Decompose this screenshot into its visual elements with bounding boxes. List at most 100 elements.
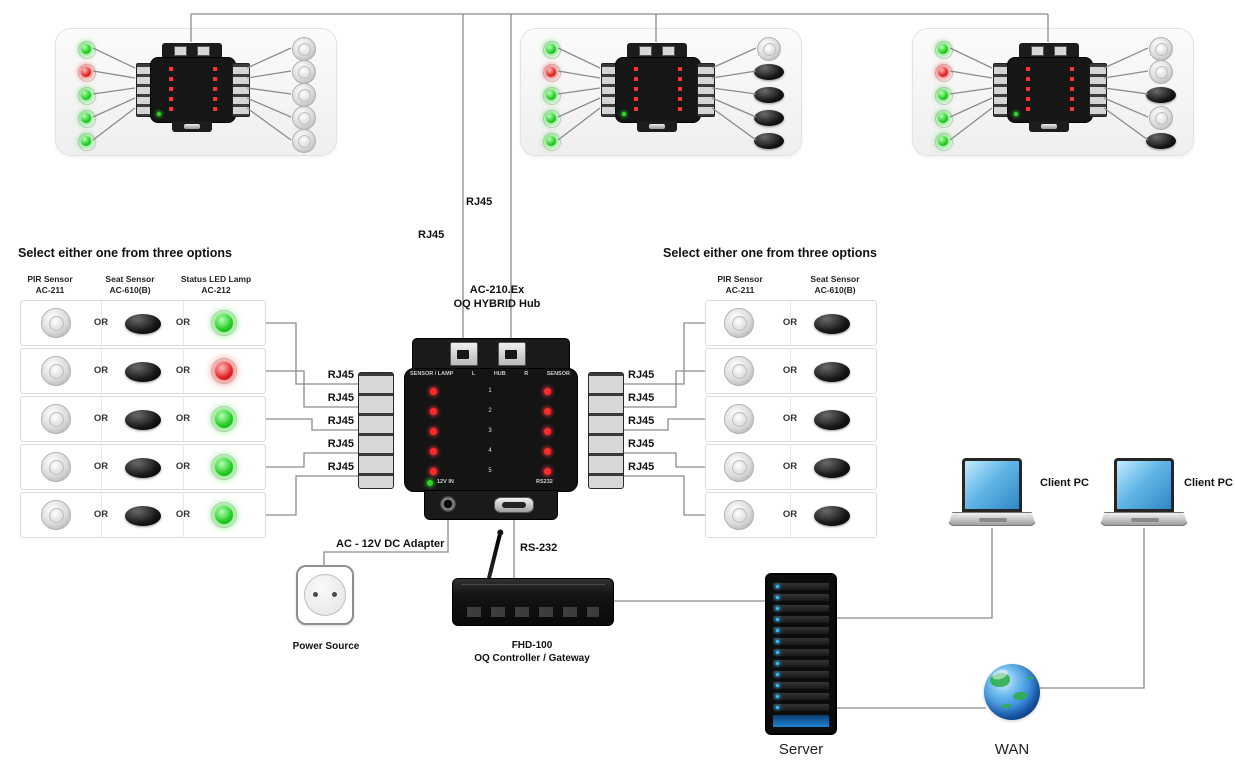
rj45-label: RJ45 — [628, 461, 655, 473]
channel-number: 1 — [488, 388, 492, 394]
column-header-pir: PIR Sensor AC-211 — [27, 274, 73, 296]
option-row: OR — [705, 396, 877, 442]
main-hub-face-labels: SENSOR / LAMP L HUB R SENSOR — [410, 371, 570, 377]
channel-led-icon — [544, 428, 551, 435]
or-label: OR — [169, 365, 197, 376]
panel-status-led-icon — [543, 133, 561, 151]
room-sensor-icon — [1149, 106, 1173, 130]
main-hub-uplink-bar — [412, 338, 570, 370]
option-row: OR OR — [20, 348, 266, 394]
mini-hub-bottom-ports — [172, 121, 212, 132]
rj45-label: RJ45 — [327, 438, 354, 450]
panel-status-led-icon — [543, 110, 561, 128]
column-header-pir: PIR Sensor AC-211 — [717, 274, 763, 296]
room-panel-3 — [912, 28, 1194, 156]
channel-number: 2 — [488, 408, 492, 414]
rj45-label: RJ45 — [628, 369, 655, 381]
rj45-label: RJ45 — [327, 415, 354, 427]
laptop-keyboard — [1100, 512, 1188, 526]
mini-hub-power-led-icon — [157, 112, 161, 116]
client-pc-label: Client PC — [1184, 477, 1233, 489]
panel-status-led-icon — [78, 64, 96, 82]
laptop-screen — [962, 458, 1022, 512]
or-label: OR — [169, 317, 197, 328]
option-row: OR OR — [20, 396, 266, 442]
channel-led-icon — [430, 428, 437, 435]
mini-hub-power-led-icon — [622, 112, 626, 116]
status-led-icon — [211, 502, 237, 528]
room-sensor-icon — [292, 106, 316, 130]
mini-hub-bottom-ports — [1029, 121, 1069, 132]
seat-sensor-icon — [125, 410, 161, 430]
room-sensor-icon — [754, 110, 784, 126]
channel-led-icon — [544, 408, 551, 415]
gateway-label: FHD-100 OQ Controller / Gateway — [474, 640, 590, 664]
seat-sensor-icon — [125, 362, 161, 382]
panel-status-led-icon — [935, 64, 953, 82]
room-panel-1 — [55, 28, 337, 156]
option-row: OR — [705, 348, 877, 394]
panel-status-led-icon — [543, 87, 561, 105]
client-pc-label: Client PC — [1040, 477, 1089, 489]
panel-status-led-icon — [935, 41, 953, 59]
antenna-icon — [486, 533, 503, 583]
room-sensor-icon — [292, 83, 316, 107]
channel-led-icon — [544, 468, 551, 475]
mini-hub-bottom-ports — [637, 121, 677, 132]
pir-sensor-icon — [41, 404, 71, 434]
or-label: OR — [169, 461, 197, 472]
panel-status-led-icon — [78, 41, 96, 59]
pir-sensor-icon — [724, 452, 754, 482]
channel-led-icon — [430, 468, 437, 475]
laptop-screen — [1114, 458, 1174, 512]
db9-serial-port-icon — [494, 497, 534, 513]
room-sensor-icon — [1149, 60, 1173, 84]
panel-status-led-icon — [78, 87, 96, 105]
mini-hub-power-led-icon — [1014, 112, 1018, 116]
mini-hub-body — [615, 57, 701, 123]
option-row: OR — [705, 444, 877, 490]
server-label: Server — [778, 741, 824, 758]
room-sensor-icon — [754, 87, 784, 103]
seat-sensor-icon — [814, 314, 850, 334]
seat-sensor-icon — [814, 362, 850, 382]
panel-status-led-icon — [935, 133, 953, 151]
panel-status-led-icon — [543, 41, 561, 59]
channel-led-icon — [544, 448, 551, 455]
rj45-uplink-port-icon — [450, 342, 478, 366]
channel-led-icon — [544, 388, 551, 395]
ac-adapter-label: AC - 12V DC Adapter — [336, 538, 445, 550]
rj45-label: RJ45 — [418, 229, 445, 241]
power-in-label: 12V IN — [437, 479, 454, 485]
power-source-label: Power Source — [292, 641, 360, 652]
column-header-seat: Seat Sensor AC-610(B) — [105, 274, 155, 296]
or-label: OR — [776, 509, 804, 520]
power-outlet-icon — [296, 565, 354, 625]
seat-sensor-icon — [125, 314, 161, 334]
seat-sensor-icon — [814, 458, 850, 478]
laptop-keyboard — [948, 512, 1036, 526]
panel-status-led-icon — [78, 110, 96, 128]
panel-status-led-icon — [78, 133, 96, 151]
mini-hub-right-ports — [697, 63, 715, 117]
or-label: OR — [87, 365, 115, 376]
option-row: OR OR — [20, 300, 266, 346]
panel-status-led-icon — [935, 87, 953, 105]
mini-hub-top-ports — [1019, 43, 1079, 57]
room-sensor-icon — [1146, 133, 1176, 149]
room-sensor-icon — [757, 37, 781, 61]
status-led-icon — [211, 406, 237, 432]
pir-sensor-icon — [724, 500, 754, 530]
option-row: OR OR — [20, 492, 266, 538]
dc-power-jack-icon — [440, 496, 456, 512]
channel-led-icon — [430, 388, 437, 395]
seat-sensor-icon — [125, 506, 161, 526]
power-led-icon — [427, 480, 433, 486]
channel-led-icon — [430, 448, 437, 455]
panel-status-led-icon — [543, 64, 561, 82]
room-sensor-icon — [754, 64, 784, 80]
mini-hub-right-ports — [1089, 63, 1107, 117]
column-header-led: Status LED Lamp AC-212 — [180, 274, 252, 296]
or-label: OR — [169, 509, 197, 520]
